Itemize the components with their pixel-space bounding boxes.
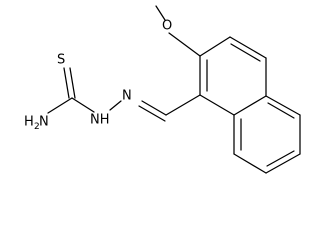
- bond-ring-c4a-c8a: [233, 95, 267, 116]
- atom-oxygen-methoxy: O: [162, 19, 172, 34]
- bond-ring-c6-c7: [265, 153, 301, 174]
- bond-ring-c4a-c5: [265, 95, 301, 116]
- bond-imine-double-outer: [141, 100, 167, 116]
- atom-imine-nitrogen: N: [122, 89, 132, 104]
- bond-ring-c4a-c5-inner: [267, 102, 295, 119]
- bond-ring-c3-c4: [229, 36, 267, 59]
- chemical-structure-diagram: O S H 2 N NH N: [24, 5, 301, 174]
- bond-thiocarbonyl-left: [63, 67, 70, 99]
- atom-amine-nitrogen: N: [39, 115, 49, 130]
- atom-sulfur: S: [57, 53, 65, 68]
- bond-oxygen-ring: [168, 32, 201, 57]
- bond-ring-c2-c3: [199, 36, 231, 57]
- bond-imine-hydrazine: [109, 100, 122, 111]
- atom-amine-hydrogen: H: [24, 115, 34, 130]
- bond-hydrazine-thiocarbonyl: [71, 97, 95, 113]
- bond-methyl-oxygen: [155, 5, 166, 21]
- bond-thiocarbonyl-amine: [47, 97, 73, 114]
- bond-ring-imine-carbon: [165, 94, 201, 116]
- atom-hydrazine-nh: NH: [90, 113, 110, 128]
- atom-amine-subscript: 2: [34, 122, 40, 132]
- bond-ring-c7-c8: [233, 153, 267, 174]
- bond-ring-c8a-c1: [199, 94, 235, 116]
- bond-ring-c3-c4-inner: [230, 43, 261, 62]
- bond-ring-c6-c7-inner: [266, 150, 295, 167]
- bond-imine-double-inner: [138, 105, 166, 122]
- bond-thiocarbonyl-right: [69, 67, 76, 99]
